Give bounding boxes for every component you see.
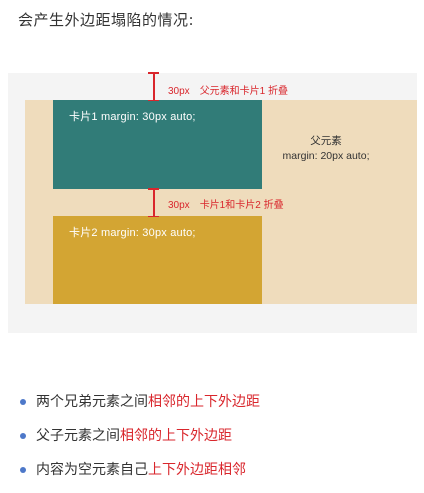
bullet-list: 两个兄弟元素之间相邻的上下外边距 父子元素之间相邻的上下外边距 内容为空元素自己… (18, 391, 260, 493)
bullet-plain-text: 内容为空元素自己 (36, 462, 148, 478)
bullet-item-siblings: 两个兄弟元素之间相邻的上下外边距 (18, 391, 260, 425)
card-1: 卡片1 margin: 30px auto; (53, 100, 262, 189)
bullet-item-empty-element: 内容为空元素自己上下外边距相邻 (18, 459, 260, 493)
annotation-1-value: 30px (168, 86, 190, 97)
card-1-label: 卡片1 margin: 30px auto; (69, 111, 196, 123)
bullet-item-parent-child: 父子元素之间相邻的上下外边距 (18, 425, 260, 459)
bullet-highlight-text: 上下外边距相邻 (148, 462, 246, 478)
parent-label-name: 父元素 (310, 135, 342, 147)
parent-element-label: 父元素 margin: 20px auto; (270, 134, 382, 164)
bullet-plain-text: 两个兄弟元素之间 (36, 394, 148, 410)
annotation-card1-card2-collapse: 30px 卡片1和卡片2 折叠 (168, 196, 284, 211)
card-2-label: 卡片2 margin: 30px auto; (69, 227, 196, 239)
card-2: 卡片2 margin: 30px auto; (53, 216, 262, 304)
page-title: 会产生外边距塌陷的情况: (18, 11, 195, 29)
margin-marker-1 (148, 72, 159, 101)
annotation-parent-card1-collapse: 30px 父元素和卡片1 折叠 (168, 82, 288, 97)
bullet-highlight-text: 相邻的上下外边距 (148, 394, 260, 410)
annotation-1-text: 父元素和卡片1 折叠 (199, 86, 289, 97)
bullet-dot-icon (20, 433, 26, 439)
bullet-plain-text: 父子元素之间 (36, 428, 120, 444)
bullet-dot-icon (20, 467, 26, 473)
annotation-2-value: 30px (168, 200, 190, 211)
margin-marker-2 (148, 188, 159, 217)
annotation-2-text: 卡片1和卡片2 折叠 (199, 200, 284, 211)
parent-label-margin: margin: 20px auto; (282, 150, 370, 162)
bullet-dot-icon (20, 399, 26, 405)
bullet-highlight-text: 相邻的上下外边距 (120, 428, 232, 444)
